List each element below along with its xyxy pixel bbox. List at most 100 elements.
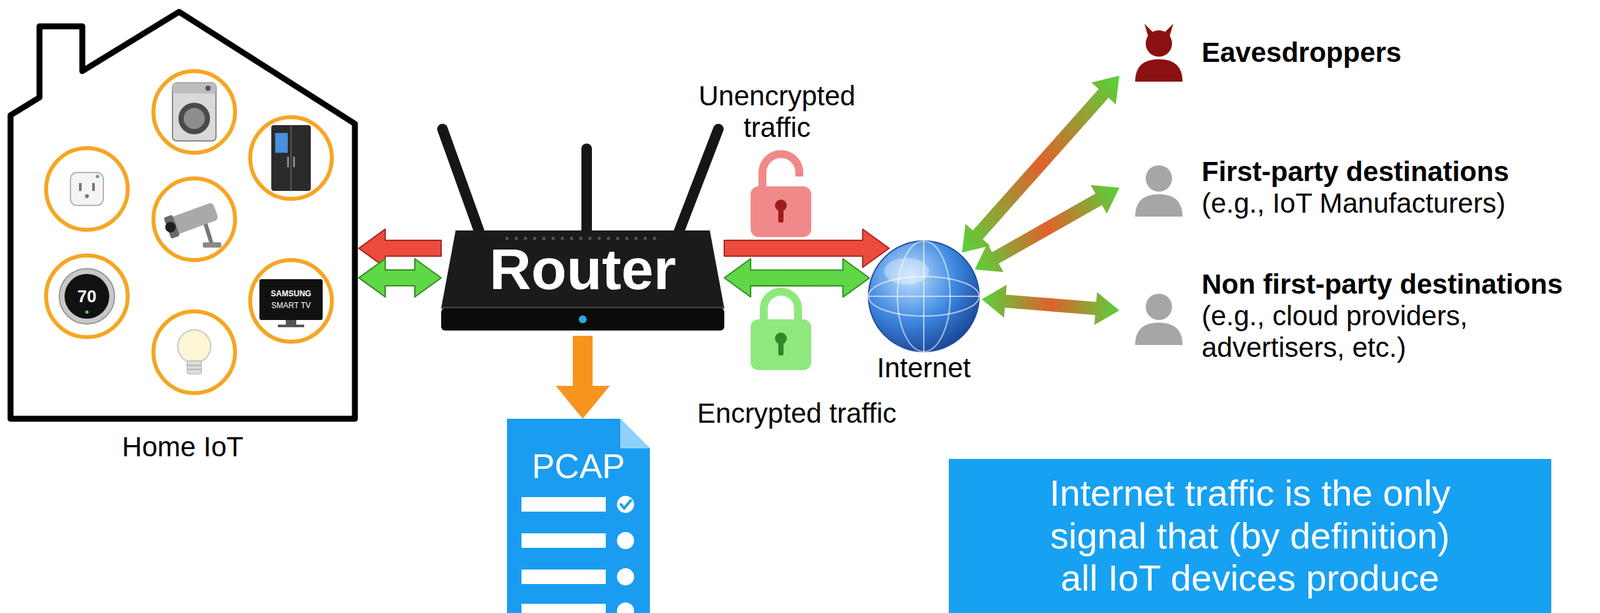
illustration-part <box>202 242 222 248</box>
illustration-part <box>287 156 290 168</box>
camera-icon <box>161 200 222 248</box>
node-heading: First-party destinations <box>1201 156 1510 188</box>
illustration-part <box>153 311 236 394</box>
arrow-connector <box>981 285 1120 326</box>
globe-shine <box>884 258 930 285</box>
illustration-part <box>442 129 480 232</box>
locked-padlock <box>750 291 812 371</box>
illustration-part <box>59 268 115 324</box>
illustration-part <box>64 273 110 319</box>
list-bullet <box>616 602 635 613</box>
illustration-part <box>84 194 89 199</box>
document-page <box>506 418 650 613</box>
illustration-part <box>259 279 323 320</box>
illustration-part <box>172 82 216 94</box>
node-heading: Eavesdroppers <box>1201 36 1402 69</box>
label-holder: SAMSUNG <box>270 289 311 298</box>
router-led <box>578 315 587 324</box>
person-icon <box>1125 283 1192 349</box>
illustration-part <box>186 364 202 367</box>
globe-icon <box>865 238 982 355</box>
person-head <box>1145 165 1173 192</box>
router-vent <box>514 237 519 241</box>
list-row <box>521 533 606 548</box>
pcap-document: PCAP <box>506 418 650 613</box>
illustration-part <box>285 320 297 326</box>
illustration-part <box>750 319 812 371</box>
person-icon <box>1125 154 1192 221</box>
illustration-part <box>250 117 332 199</box>
router-vent <box>653 237 657 241</box>
label-holder: Encrypted traffic <box>658 397 935 430</box>
router-vent <box>542 237 546 241</box>
arrow-connector <box>358 258 442 297</box>
illustration-part <box>778 338 784 356</box>
illustration-part <box>163 214 180 240</box>
edge-label: Encrypted traffic <box>697 397 897 430</box>
illustration-part <box>153 71 236 153</box>
illustration-part <box>275 133 288 153</box>
callout-banner: Internet traffic is the only signal that… <box>948 458 1552 613</box>
edge-label: Unencrypted traffic <box>691 80 863 145</box>
house-outline-shape <box>6 6 359 423</box>
router-vent <box>560 237 565 241</box>
document-label: PCAP <box>506 447 650 486</box>
router-vent <box>551 237 556 241</box>
person-body <box>1135 59 1183 82</box>
router-front <box>441 308 725 331</box>
node-body: (e.g., IoT Manufacturers) <box>1201 187 1510 220</box>
illustration-part <box>183 107 205 130</box>
label-holder: 70 <box>77 287 97 305</box>
document-fold <box>620 418 650 449</box>
globe-sphere <box>868 240 980 352</box>
label-holder: PCAP <box>506 447 650 486</box>
router-antennas <box>442 129 719 232</box>
globe-parallel <box>868 295 980 297</box>
router-vent <box>634 237 639 241</box>
illustration-part <box>778 205 784 223</box>
label-holder: SMART TV <box>271 301 311 310</box>
arrow-connector <box>974 185 1120 272</box>
illustration-part <box>205 85 211 91</box>
router-vent <box>533 237 537 241</box>
brand-text: SMART TV <box>271 301 311 310</box>
internet-globe: Internet <box>865 238 982 380</box>
text-column: Non first-party destinations(e.g., cloud… <box>1201 268 1591 365</box>
illustration-part <box>277 324 305 328</box>
person-body <box>1135 322 1183 346</box>
brand-text: SAMSUNG <box>270 289 311 298</box>
bulb-icon <box>177 329 211 374</box>
display-reading: 70 <box>77 287 97 305</box>
arrow-connector <box>724 258 870 297</box>
node-heading: Non first-party destinations <box>1201 268 1591 301</box>
illustration-part <box>153 178 236 261</box>
callout-text: Internet traffic is the only signal that… <box>1039 472 1462 600</box>
illustration-part <box>205 223 213 245</box>
destination-node: Non first-party destinations(e.g., cloud… <box>1119 260 1591 373</box>
illustration-part <box>581 148 592 232</box>
illustration-part <box>46 255 128 338</box>
list-bullet <box>616 568 635 586</box>
illustration-part <box>186 368 202 371</box>
check-mark <box>620 500 631 509</box>
arrow-connector <box>358 229 442 268</box>
label-holder: Router <box>441 230 725 309</box>
person-head <box>1145 30 1173 57</box>
illustration-part <box>46 148 128 230</box>
smart-plug-icon <box>70 172 104 206</box>
illustration-part <box>85 310 89 315</box>
eavesdropper-icon <box>1125 19 1192 86</box>
node-label: Home IoT <box>6 431 359 463</box>
illustration-part <box>293 156 295 168</box>
router-top <box>441 230 725 309</box>
illustration-part <box>290 125 292 191</box>
illustration-part <box>70 172 104 206</box>
illustration-part <box>678 129 719 232</box>
node-body: (e.g., cloud providers, advertisers, etc… <box>1201 300 1591 365</box>
router-vent <box>570 237 574 241</box>
label-holder: Internet <box>852 352 995 384</box>
illustration-part <box>762 154 800 187</box>
illustration-part <box>172 82 216 141</box>
illustration-part <box>186 360 202 374</box>
